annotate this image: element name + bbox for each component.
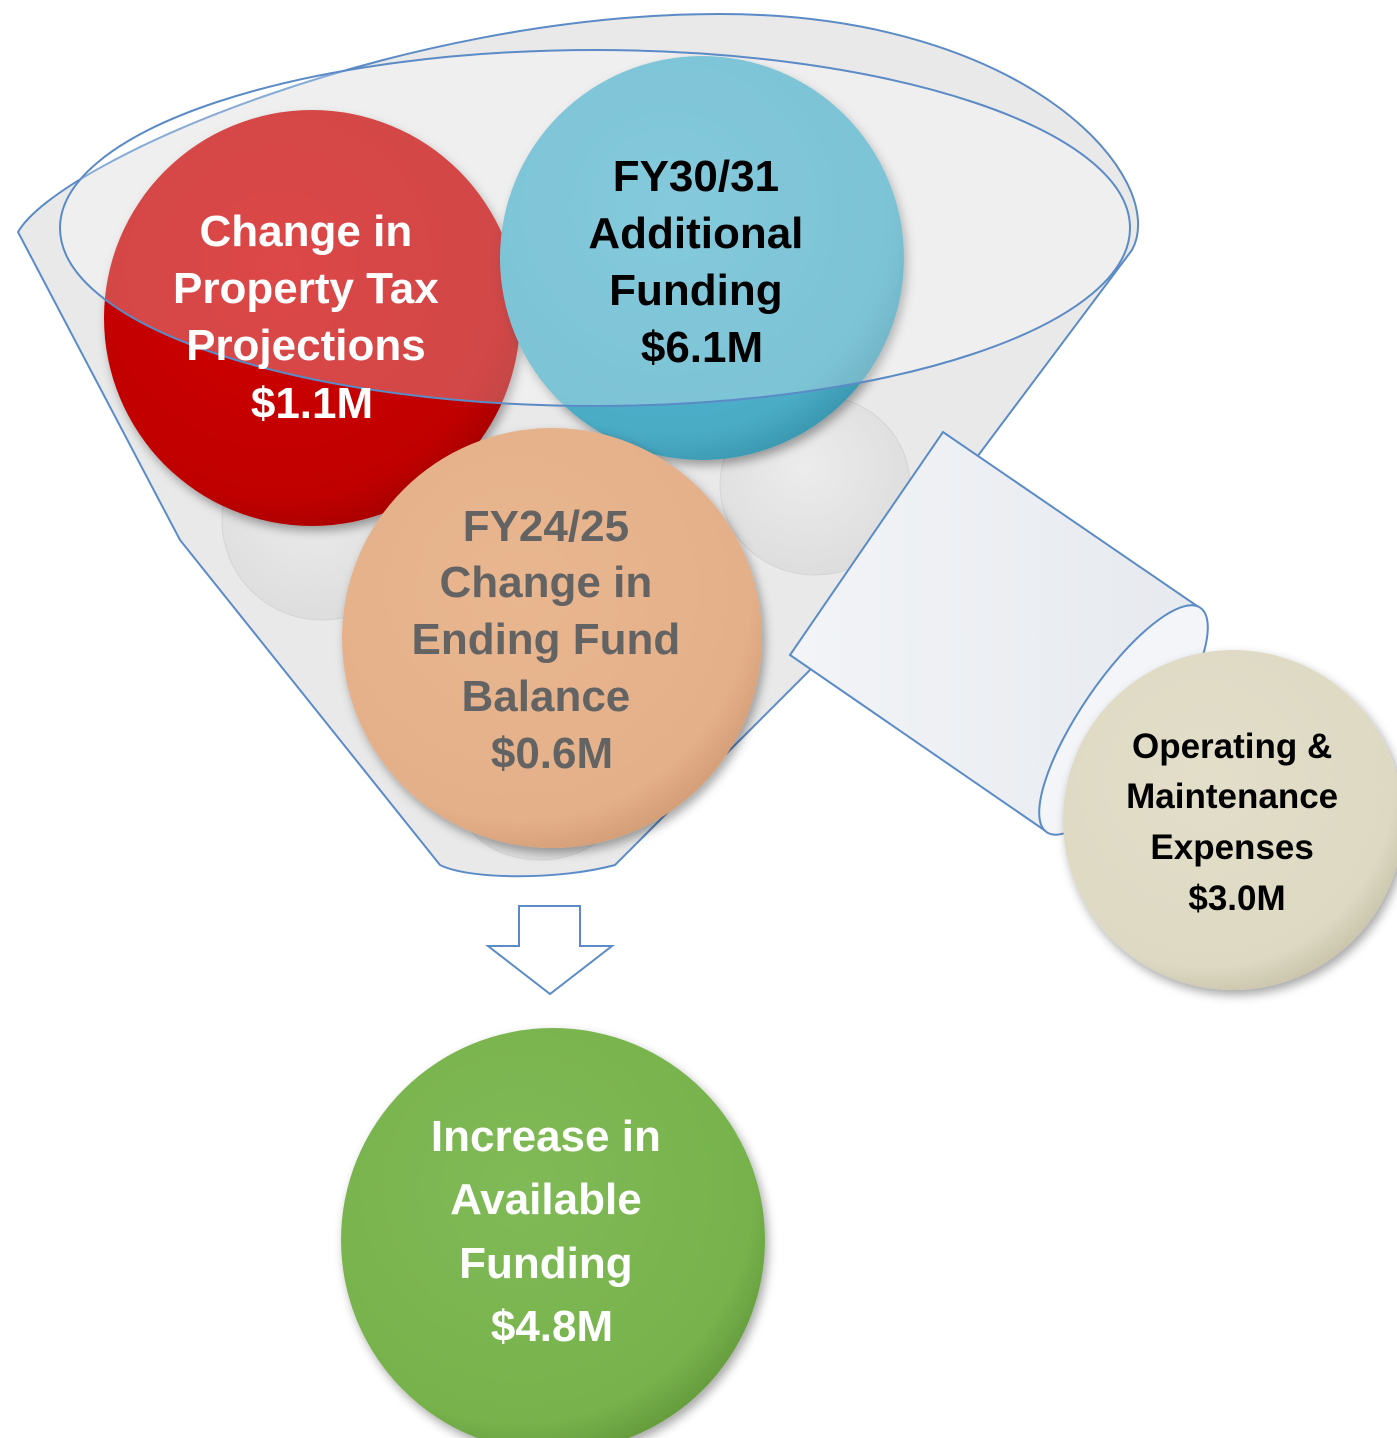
additional-funding-label: FY30/31 Additional Funding $6.1M (588, 152, 815, 372)
fund-balance-circle (342, 428, 762, 848)
available-funding-label: Increase in Available Funding $4.8M (431, 1112, 673, 1351)
fund-balance-label: FY24/25 Change in Ending Fund Balance $0… (411, 502, 692, 778)
operating-maintenance-label: Operating & Maintenance Expenses $3.0M (1126, 727, 1348, 918)
down-arrow-icon (485, 905, 615, 996)
additional-funding-circle (500, 56, 904, 460)
operating-maintenance-circle (1063, 650, 1397, 990)
property-tax-circle (104, 110, 520, 526)
funnel-inner-rim (59, 49, 1131, 407)
property-tax-label: Change in Property Tax Projections $1.1M (173, 207, 451, 428)
available-funding-circle (341, 1028, 765, 1438)
